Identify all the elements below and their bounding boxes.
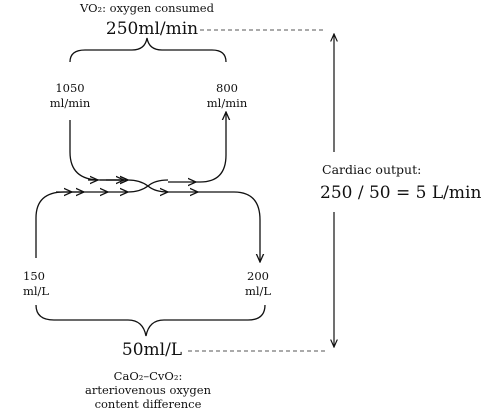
cardiac-label: Cardiac output: <box>322 162 422 177</box>
flow-out-unit: ml/min <box>206 96 248 110</box>
flow-in-unit: ml/min <box>49 96 91 110</box>
flow-out-number: 800 <box>216 81 238 95</box>
avdiff-line2: content difference <box>94 397 202 411</box>
avdiff-value: 50ml/L <box>121 340 183 360</box>
vo2-caption: VO₂: oxygen consumed <box>80 1 214 15</box>
arterial-curve <box>35 192 72 258</box>
venous-curve <box>198 191 260 262</box>
venous-number: 200 <box>247 269 269 283</box>
flow-in-curve <box>69 120 128 180</box>
arterial-unit: ml/L <box>22 284 50 298</box>
vo2-value: 250ml/min <box>105 19 199 39</box>
avdiff-formula: CaO₂–CvO₂: <box>113 369 183 383</box>
avdiff-line1: arteriovenous oxygen <box>85 383 211 397</box>
flow-cross-lower <box>127 179 169 193</box>
vo2-brace <box>69 37 227 63</box>
cardiac-equation: 250 / 50 = 5 L/min <box>320 183 481 203</box>
flow-in-number: 1050 <box>55 81 85 95</box>
arterial-number: 150 <box>23 269 45 283</box>
avdiff-brace <box>35 304 266 337</box>
flow-out-curve <box>196 112 226 183</box>
venous-unit: ml/L <box>244 284 272 298</box>
